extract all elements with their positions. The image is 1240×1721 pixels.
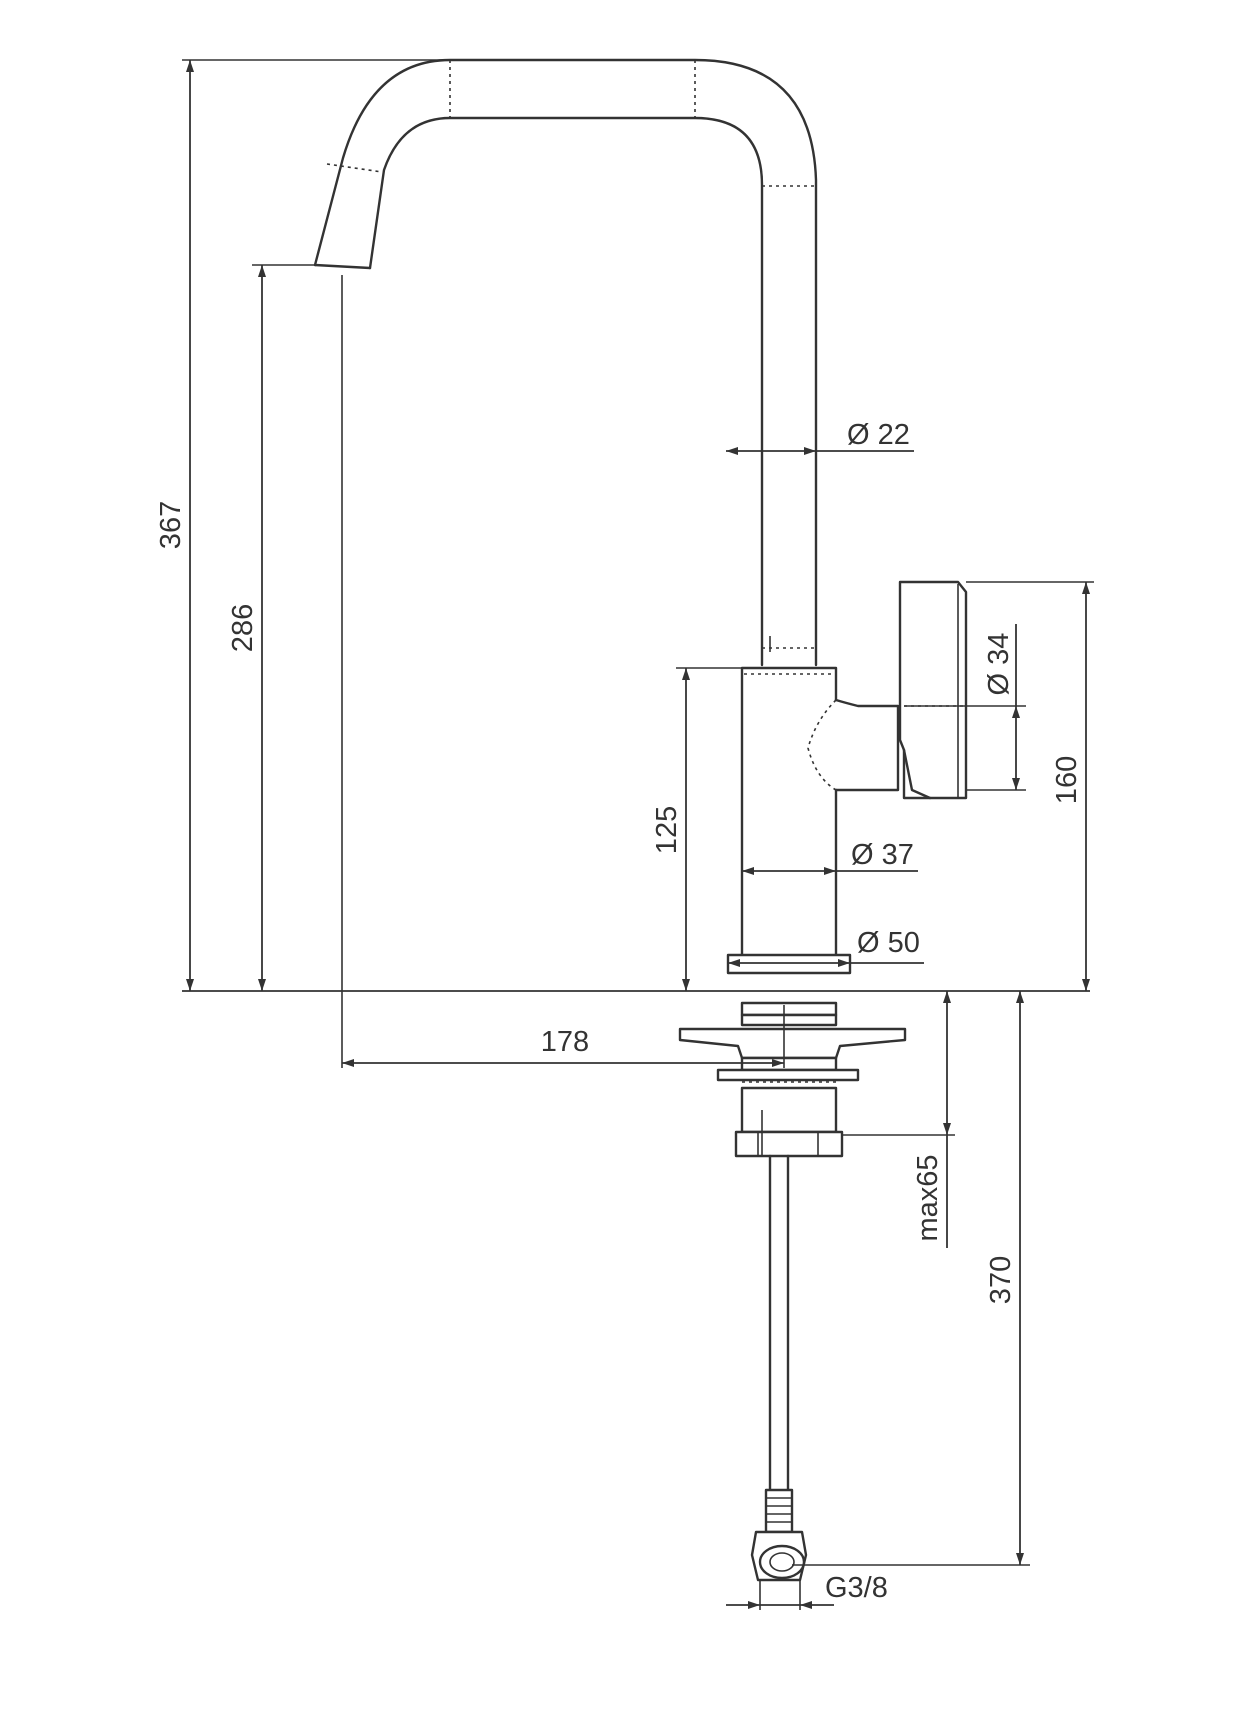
lock-nut bbox=[734, 1130, 844, 1158]
label-overall-height: 367 bbox=[155, 501, 187, 549]
fixing-plate bbox=[678, 1027, 907, 1060]
spout-inner bbox=[368, 116, 764, 667]
label-connection-thread: G3/8 bbox=[825, 1572, 888, 1604]
threaded-rod bbox=[740, 1086, 838, 1134]
label-body-diameter: Ø 37 bbox=[851, 839, 914, 871]
dimension-lines bbox=[182, 59, 1094, 1610]
faucet-outline bbox=[182, 58, 1090, 1582]
connector-cut bbox=[807, 699, 837, 791]
handle-connector bbox=[834, 698, 900, 792]
handle-notch bbox=[902, 748, 932, 800]
label-spout-height: 286 bbox=[227, 604, 259, 652]
spout-outer bbox=[313, 58, 818, 667]
hose-nut-bore bbox=[758, 1544, 806, 1580]
label-spout-reach: 178 bbox=[541, 1026, 589, 1058]
washer-lower bbox=[740, 1013, 838, 1027]
hose-ferrule-rings bbox=[766, 1497, 792, 1523]
label-base-diameter: Ø 50 bbox=[857, 927, 920, 959]
hose-nut-bore-inner bbox=[769, 1552, 795, 1572]
fixing-nut bbox=[740, 1056, 838, 1072]
label-handle-height: 160 bbox=[1051, 756, 1083, 804]
label-spout-diameter: Ø 22 bbox=[847, 419, 910, 451]
handle-lever bbox=[898, 580, 968, 800]
label-handle-diameter: Ø 34 bbox=[983, 633, 1015, 696]
main-body bbox=[740, 666, 838, 957]
hose-ferrule bbox=[764, 1488, 794, 1534]
stud-upper bbox=[716, 1068, 860, 1082]
washer-upper bbox=[740, 1001, 838, 1017]
nozzle-hatch bbox=[326, 163, 383, 173]
label-body-height: 125 bbox=[651, 806, 683, 854]
label-hose-length: 370 bbox=[985, 1256, 1017, 1304]
label-deck-thickness: max65 bbox=[912, 1154, 944, 1241]
base-plate bbox=[726, 953, 852, 975]
dimension-labels: 367 286 125 160 Ø 34 Ø 22 Ø 37 Ø 50 178 … bbox=[155, 419, 1083, 1604]
spout-nozzle bbox=[313, 263, 372, 270]
